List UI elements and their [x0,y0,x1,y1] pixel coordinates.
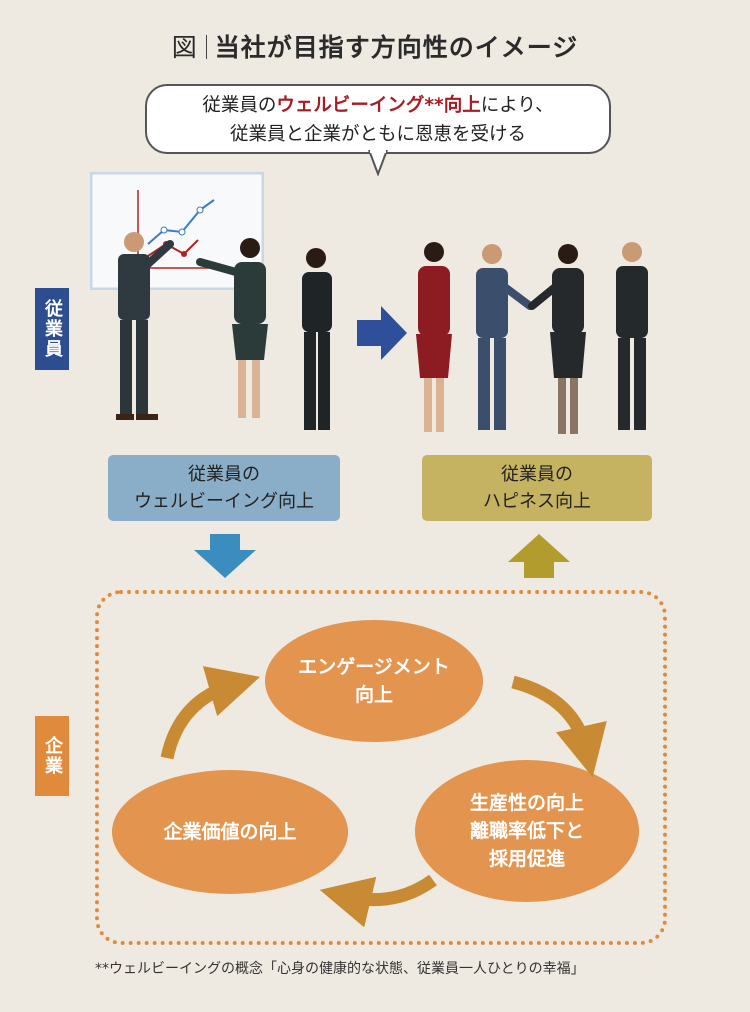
people-group-after [416,242,648,434]
figure-title-text: 当社が目指す方向性のイメージ [214,33,579,62]
bubble-tail [368,150,388,176]
bubble-line-1: 従業員のウェルビーイング**向上により、 [147,91,609,120]
person-woman-standing [302,248,332,430]
person-man-handshake [476,244,534,430]
cycle-arrow-bottom-icon [319,874,437,928]
cycle-arrows [160,666,607,928]
company-tag: 企業 [35,716,69,796]
employee-tag: 従業員 [35,288,69,370]
person-man-clapping [616,242,648,430]
person-man-presenting [116,232,174,420]
down-arrow-icon [194,534,256,578]
person-woman-red-suit [416,242,452,432]
footnote: **ウェルビーイングの概念「心身の健康的な状態、従業員一人ひとりの幸福」 [95,961,585,977]
speech-bubble: 従業員のウェルビーイング**向上により、 従業員と企業がともに恩恵を受ける [145,84,611,154]
bubble-emphasis: ウェルビーイング**向上 [276,95,481,116]
title-divider [205,35,207,59]
productivity-retention-node: 生産性の向上 離職率低下と 採用促進 [415,760,639,902]
transition-arrow-icon [357,306,407,360]
person-woman-handshake [528,244,586,434]
engagement-improvement-node: エンゲージメント 向上 [265,620,483,742]
up-arrow-icon [508,534,570,578]
wellbeing-improvement-box: 従業員の ウェルビーイング向上 [108,455,340,521]
happiness-improvement-box: 従業員の ハピネス向上 [422,455,652,521]
figure-label: 図 [171,33,198,62]
bubble-line-1-pre: 従業員の [202,95,277,116]
bubble-line-1-post: により、 [480,95,554,116]
company-cycle-frame [95,590,667,945]
cycle-arrow-right-icon [511,675,607,778]
person-woman-pointing [196,238,268,418]
cycle-arrow-left-icon [160,666,260,760]
corporate-value-node: 企業価値の向上 [112,770,348,894]
figure-title: 図当社が目指す方向性のイメージ [0,28,750,64]
people-group-before [116,232,332,430]
bubble-line-2: 従業員と企業がともに恩恵を受ける [229,124,526,145]
